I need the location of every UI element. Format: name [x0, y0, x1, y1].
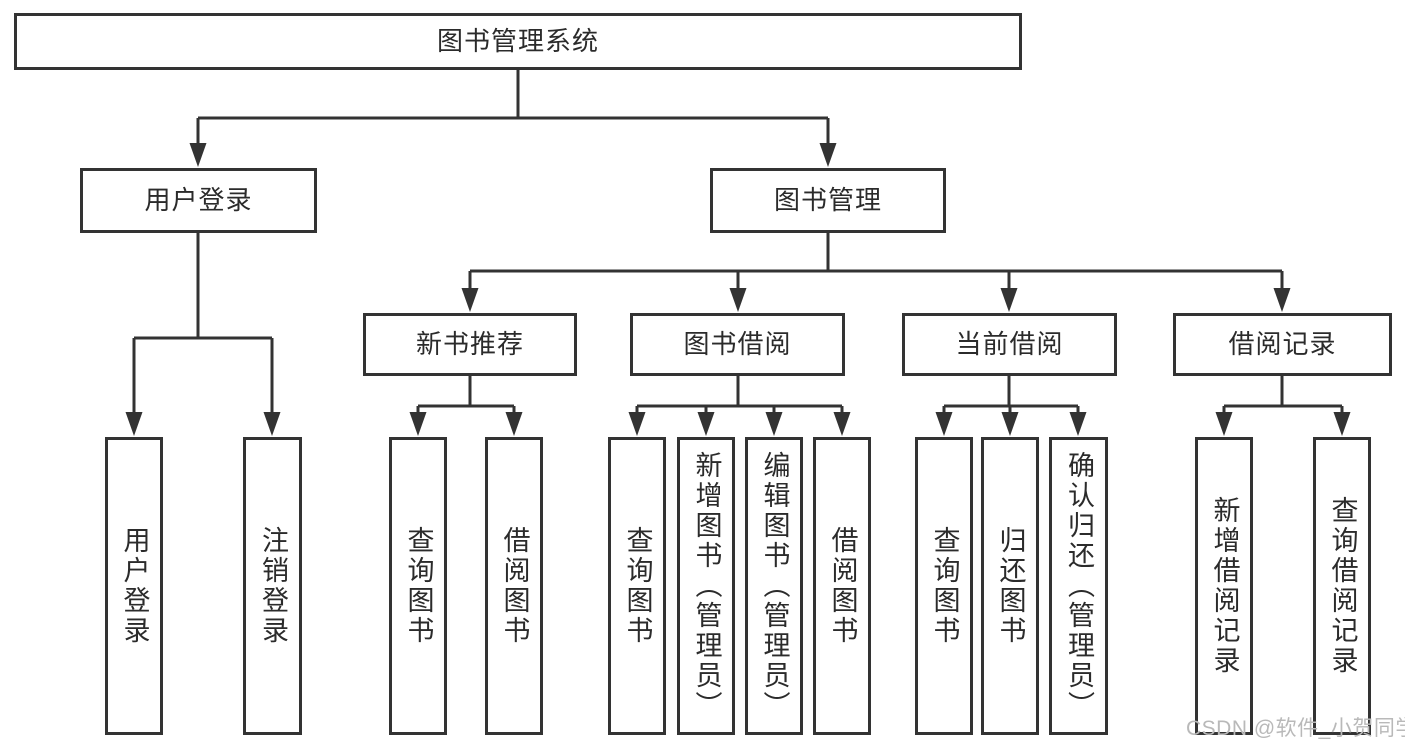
connector-root-to-level2 — [189, 70, 837, 167]
leaf-query-books-3: 查询图书 — [915, 437, 973, 735]
leaf-add-borrow-record: 新增借阅记录 — [1195, 437, 1253, 735]
node-book-borrow: 图书借阅 — [630, 313, 845, 376]
csdn-watermark: CSDN @软件_小贺同学 — [1186, 717, 1405, 740]
leaf-borrow-books-2: 借阅图书 — [813, 437, 871, 735]
leaf-user-login: 用户登录 — [105, 437, 163, 735]
node-root-library-system: 图书管理系统 — [14, 13, 1022, 70]
node-user-login: 用户登录 — [80, 168, 317, 233]
leaf-add-books-admin: 新增图书（管理员） — [677, 437, 735, 735]
leaf-query-books-1: 查询图书 — [389, 437, 447, 735]
connector-book-borrow-to-leaves — [628, 376, 851, 436]
leaf-logout: 注销登录 — [243, 437, 302, 735]
leaf-return-books: 归还图书 — [981, 437, 1039, 735]
connector-book-mgmt-to-level3 — [461, 233, 1291, 312]
node-book-management: 图书管理 — [710, 168, 946, 233]
node-current-borrow: 当前借阅 — [902, 313, 1117, 376]
leaf-query-books-2: 查询图书 — [608, 437, 666, 735]
leaf-query-borrow-record: 查询借阅记录 — [1313, 437, 1371, 735]
leaf-edit-books-admin: 编辑图书（管理员） — [745, 437, 803, 735]
connector-new-books-to-leaves — [409, 376, 523, 436]
leaf-borrow-books-1: 借阅图书 — [485, 437, 543, 735]
connector-borrow-records-to-leaves — [1215, 376, 1351, 436]
connector-user-login-to-leaves — [125, 233, 281, 436]
node-borrow-records: 借阅记录 — [1173, 313, 1392, 376]
leaf-confirm-return-admin: 确认归还（管理员） — [1049, 437, 1108, 735]
node-new-book-recommend: 新书推荐 — [363, 313, 577, 376]
connector-current-borrow-to-leaves — [935, 376, 1087, 436]
